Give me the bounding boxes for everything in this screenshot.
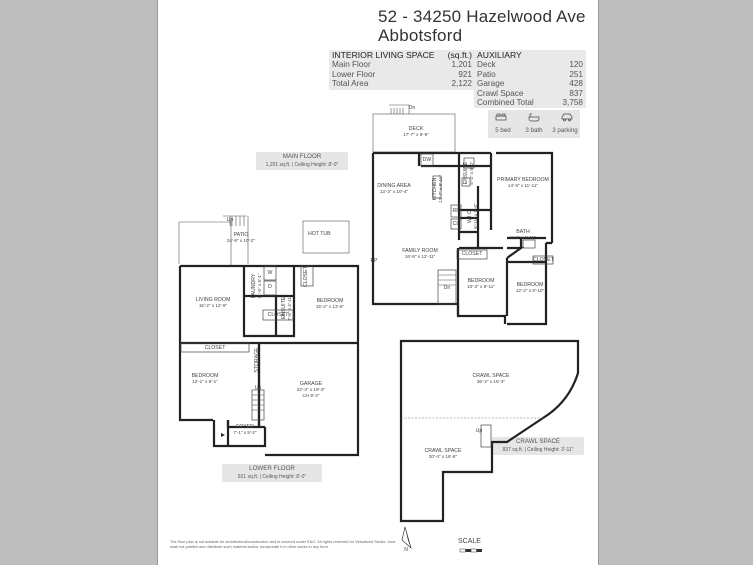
main-stairs	[437, 269, 457, 305]
address-line1: 52 - 34250 Hazelwood Ave	[378, 7, 586, 26]
closet-label: CLOSET	[461, 251, 483, 257]
baths-count: 3 bath	[525, 127, 543, 134]
fridge-label: RF	[452, 208, 460, 214]
hot-tub	[302, 220, 350, 254]
linen-closet	[450, 218, 462, 230]
lower-floor-tag: LOWER FLOOR 921 sq.ft. | Ceiling Height:…	[222, 464, 322, 482]
fireplace-label: FP	[370, 258, 378, 264]
crawl-space-tag: CRAWL SPACE 837 sq.ft. | Ceiling Height:…	[492, 437, 584, 455]
interior-header: INTERIOR LIVING SPACE	[332, 50, 435, 60]
fridge	[450, 204, 462, 218]
closet-box	[456, 249, 488, 260]
room-storage: STORAGE	[254, 347, 260, 373]
sink	[463, 157, 475, 169]
room-wic: W.I.C.6'-11" x 5'-0"	[467, 203, 478, 229]
lower-stairs-label: Up	[254, 385, 262, 391]
plan-drawing	[178, 104, 580, 553]
lower-closet	[262, 309, 294, 321]
closet-label: CLOSET	[533, 257, 554, 263]
washer-label: W	[267, 270, 273, 276]
main-floor-plan	[371, 104, 554, 326]
bathtub	[522, 239, 536, 249]
interior-unit: (sq.ft.)	[447, 50, 472, 60]
closet-box	[532, 255, 554, 265]
auxiliary-header: AUXILIARY	[477, 50, 522, 60]
lower-outer-walls	[178, 264, 360, 457]
crawl-stairs	[480, 424, 492, 448]
floor-plan-sheet: 52 - 34250 Hazelwood Ave Abbotsford INTE…	[157, 0, 599, 565]
hot-tub-label: HOT TUB	[308, 231, 331, 237]
car-icon	[561, 113, 573, 122]
deck-stairs	[389, 104, 410, 114]
patio-stairs	[223, 215, 247, 226]
crawl-stairs-label: Up	[475, 428, 483, 434]
dishwasher	[420, 153, 434, 167]
lower-closet	[300, 265, 314, 287]
disclaimer: The floor plan is not suitable for archi…	[170, 539, 396, 549]
closet-label: CLOSET	[267, 312, 289, 318]
foyer-walls	[212, 420, 267, 448]
crawl-outer-walls	[399, 339, 580, 523]
north-label: N	[404, 547, 408, 553]
address-line2: Abbotsford	[378, 26, 463, 45]
stove	[461, 177, 471, 187]
north-arrow-outline	[401, 526, 412, 549]
beds-count: 5 bed	[495, 127, 511, 134]
deck-stairs-label: Dn	[408, 105, 416, 111]
linen-closet-label: CL	[452, 221, 460, 227]
entry-arrow	[221, 433, 225, 437]
amenities-box: 5 bed 3 bath 3 parking	[488, 110, 580, 138]
dryer-label: D	[268, 284, 272, 290]
bath-icon	[528, 113, 540, 122]
interior-area-table: INTERIOR LIVING SPACE (sq.ft.) Main Floor…	[329, 50, 475, 90]
main-inner-walls	[421, 153, 546, 316]
bed-icon	[495, 113, 507, 121]
lower-floor-plan	[178, 215, 360, 457]
main-stairs-label: Dn	[443, 285, 451, 291]
crawl-space-plan	[399, 339, 580, 523]
dryer	[263, 280, 277, 296]
patio-stairs-label: Up	[226, 217, 234, 223]
closet-label: CLOSET	[204, 345, 226, 351]
kitchen-island	[432, 175, 442, 199]
lower-closet	[180, 342, 250, 353]
closet-label: CLOSET	[303, 266, 309, 287]
scale-bar	[459, 548, 482, 553]
parking-count: 3 parking	[552, 127, 578, 134]
patio-outline	[178, 216, 249, 266]
scale-label: SCALE	[458, 538, 481, 545]
dishwasher-label: DW	[422, 157, 432, 163]
washer	[263, 265, 277, 281]
main-floor-tag: MAIN FLOOR 1,201 sq.ft. | Ceiling Height…	[256, 152, 348, 170]
